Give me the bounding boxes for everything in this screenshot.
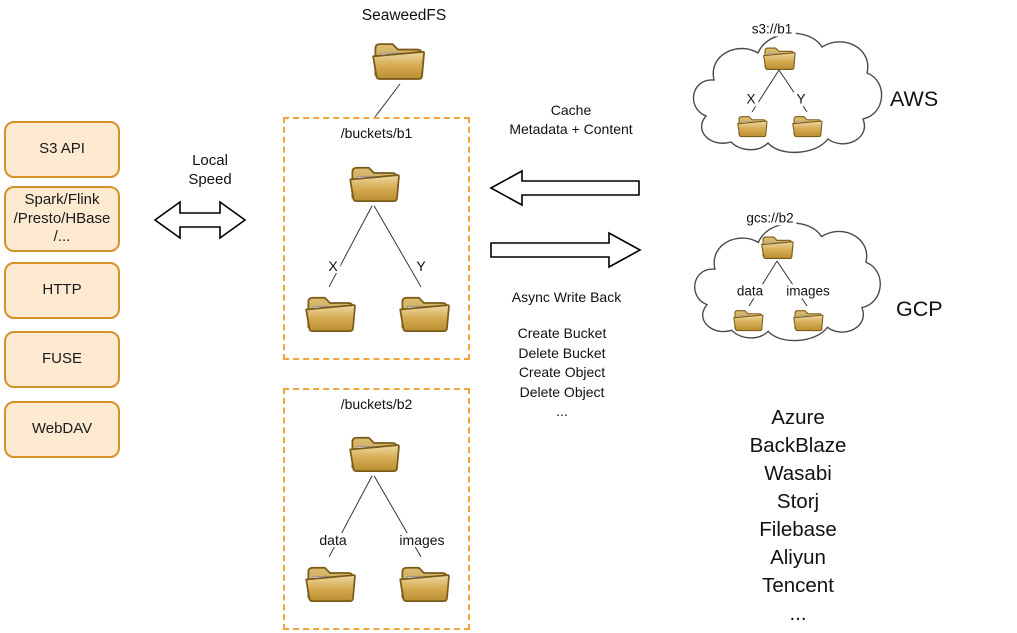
bucket-b2-child-data-folder-icon [305, 566, 356, 602]
api-box-label: HTTP [42, 281, 82, 299]
bucket-b1-box: /buckets/b1 X Y [283, 117, 470, 360]
api-box-http: HTTP [4, 262, 120, 319]
provider-item: Wasabi [764, 462, 832, 485]
gcp-folder-icon [761, 236, 794, 260]
api-box-spark-flink-presto-hbase: Spark/Flink /Presto/HBase /... [4, 186, 120, 252]
bucket-b1-title: /buckets/b1 [340, 125, 413, 141]
bucket-b2-child-data-label: data [316, 533, 350, 547]
async-write-back-arrow-icon [490, 231, 642, 269]
provider-item: Tencent [762, 574, 834, 597]
aws-child-y-folder-icon [792, 116, 823, 138]
gcp-bucket-title: gcs://b2 [743, 211, 797, 225]
api-box-label: FUSE [41, 350, 82, 368]
aws-bucket-title: s3://b1 [748, 22, 796, 36]
api-box-label: S3 API [39, 140, 85, 158]
api-box-s3: S3 API [4, 121, 120, 178]
bucket-b1-folder-icon [349, 166, 400, 202]
bucket-b1-child-y-folder-icon [399, 296, 450, 332]
gcp-child-images-folder-icon [793, 310, 824, 332]
gcp-child-data-label: data [733, 284, 767, 298]
aws-child-y-label: Y [793, 92, 809, 106]
operation-item: ... [556, 403, 568, 419]
seaweedfs-title: SeaweedFS [361, 7, 447, 24]
api-box-label: WebDAV [31, 420, 93, 438]
api-box-label: Spark/Flink /Presto/HBase /... [13, 190, 111, 246]
provider-item: Aliyun [770, 546, 826, 569]
provider-item: Storj [776, 490, 820, 513]
operations-list: Create Bucket Delete Bucket Create Objec… [482, 324, 642, 422]
api-box-fuse: FUSE [4, 331, 120, 388]
bucket-b1-child-x-folder-icon [305, 296, 356, 332]
bucket-b2-child-images-label: images [396, 533, 448, 547]
cloud-shape-icon [692, 32, 883, 154]
cache-metadata-label: Cache Metadata + Content [509, 102, 633, 137]
bucket-b2-title: /buckets/b2 [340, 396, 413, 412]
bucket-b2-box: /buckets/b2 data images [283, 388, 470, 630]
bucket-b1-child-y-label: Y [413, 259, 429, 273]
gcp-child-images-label: images [783, 284, 833, 298]
gcp-cloud: gcs://b2 data images [683, 206, 883, 354]
cloud-providers-list: Azure BackBlaze Wasabi Storj Filebase Al… [712, 404, 884, 628]
bucket-b2-folder-icon [349, 436, 400, 472]
seaweedfs-root-folder-icon [372, 43, 425, 80]
gcp-label: GCP [896, 297, 943, 321]
gcp-child-data-folder-icon [733, 310, 764, 332]
aws-child-x-folder-icon [737, 116, 768, 138]
provider-item: BackBlaze [749, 434, 847, 457]
operation-item: Delete Object [519, 383, 605, 400]
operation-item: Create Bucket [517, 325, 607, 341]
async-write-back-label: Async Write Back [511, 289, 622, 305]
aws-label: AWS [890, 87, 939, 111]
aws-folder-icon [763, 47, 796, 71]
cloud-shape-icon [694, 222, 881, 342]
aws-cloud: s3://b1 X Y [683, 16, 883, 166]
bidirectional-arrow-icon [153, 200, 247, 240]
operation-item: Create Object [518, 364, 606, 380]
bucket-b1-child-x-label: X [325, 259, 341, 273]
provider-item: Azure [771, 406, 825, 429]
api-box-webdav: WebDAV [4, 401, 120, 458]
local-speed-label: Local Speed [188, 152, 232, 188]
provider-item: Filebase [759, 518, 837, 541]
operation-item: Delete Bucket [518, 344, 606, 361]
aws-child-x-label: X [743, 92, 759, 106]
provider-item: ... [789, 602, 807, 625]
cache-arrow-icon [489, 169, 640, 207]
bucket-b2-child-images-folder-icon [399, 566, 450, 602]
